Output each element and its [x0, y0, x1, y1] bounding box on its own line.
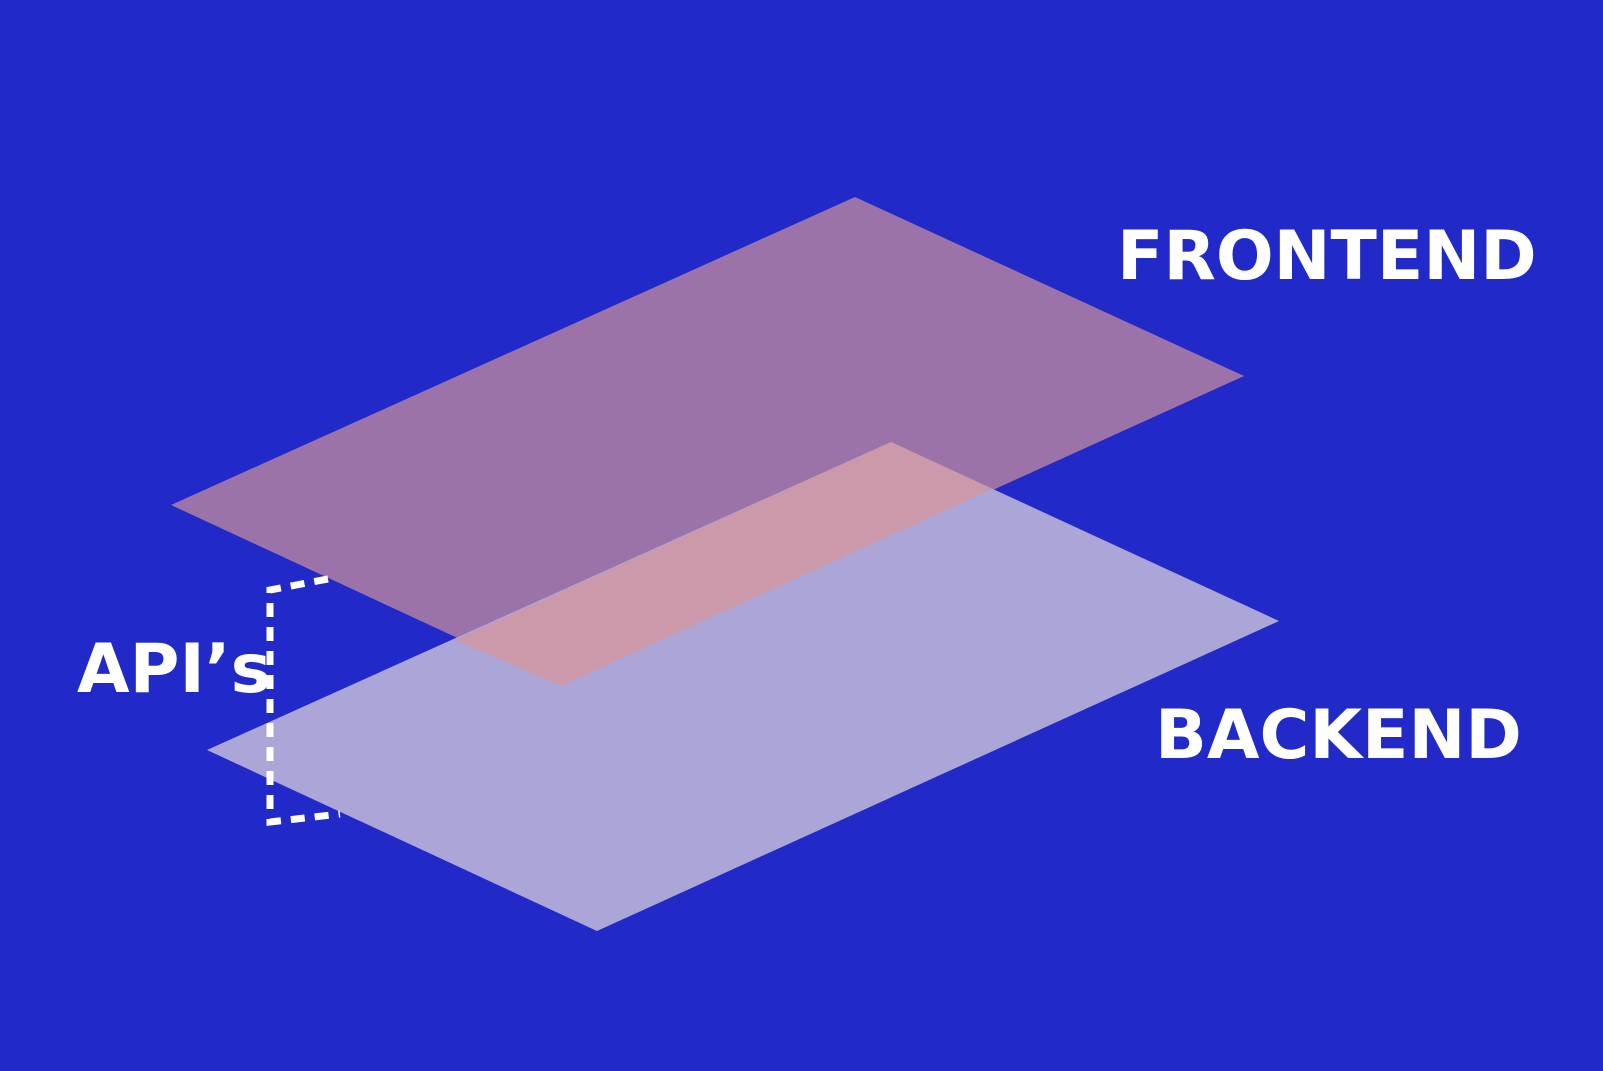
backend-label: BACKEND	[1155, 696, 1522, 775]
backend-plane	[207, 442, 1279, 931]
overlap-region	[455, 442, 992, 686]
api-bracket	[266, 575, 341, 826]
frontend-plane	[171, 197, 1244, 686]
frontend-label: FRONTEND	[1117, 217, 1537, 296]
apis-label: API’s	[77, 630, 271, 709]
